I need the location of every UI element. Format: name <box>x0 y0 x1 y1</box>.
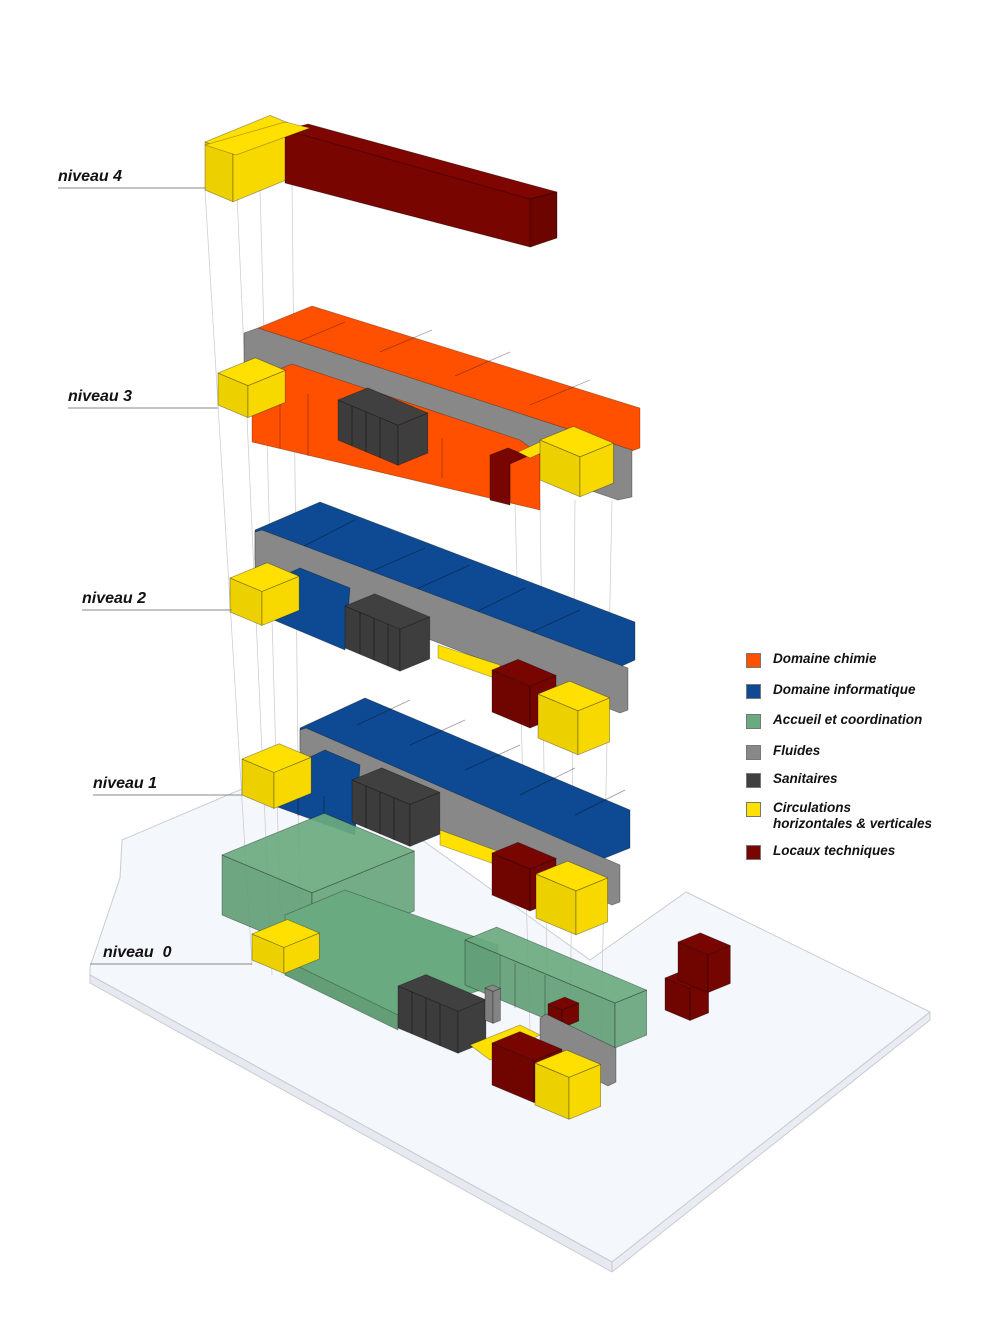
n2-circulation-core-left <box>229 562 300 626</box>
n2-room-divider <box>469 587 526 616</box>
n3-local-technique <box>489 447 529 506</box>
n1-room-divider <box>409 719 466 746</box>
legend-label: Sanitaires <box>773 771 838 786</box>
outbuilding-locaux-techniques-rear-top-face <box>677 932 731 955</box>
n1-locaux-techniques-top-face <box>491 841 557 870</box>
n2-circulation-core-right <box>537 680 611 756</box>
n0-sanitaires <box>397 974 487 1054</box>
n3-circulation-core-left-top-face <box>217 357 286 387</box>
n2-room-divider <box>299 519 356 549</box>
n1-room-divider <box>356 699 411 726</box>
legend-swatch <box>746 845 761 860</box>
n0-circulation-core-left <box>251 919 320 974</box>
n1-sanitaires-top-face <box>351 767 441 805</box>
legend-item-chimie: Domaine chimie <box>746 651 877 668</box>
n3-circulation-core-right <box>539 425 614 498</box>
n0-circulation-core-right <box>534 1049 602 1120</box>
level-label-niveau-1: niveau 1 <box>93 775 158 792</box>
n2-locaux-techniques-top-face <box>491 658 557 687</box>
n0-locaux-techniques-top-face <box>491 1031 563 1062</box>
n3-room-divider <box>454 351 511 377</box>
level-leader-lines <box>58 187 252 965</box>
legend-swatch <box>746 653 761 668</box>
n3-room-divider <box>529 379 591 406</box>
legend-label: Circulations horizontales & verticales <box>773 800 933 831</box>
n3-sanitaires-top-face <box>337 387 429 426</box>
n3-circulation-core-right-top-face <box>539 425 614 458</box>
site-slab-edge-right <box>611 1011 931 1273</box>
n0-accueil-wing-top-face <box>221 812 415 894</box>
legend-label: Fluides <box>773 743 821 758</box>
n0-local-technique-small-top-face <box>547 996 580 1011</box>
n1-room-divider <box>519 767 576 796</box>
n1-room-divider <box>574 789 626 816</box>
n4-circulation-top <box>204 121 311 156</box>
legend-swatch <box>746 714 761 729</box>
level-label-niveau-4: niveau 4 <box>58 168 123 185</box>
level-label-niveau-0: niveau 0 <box>103 944 172 961</box>
n1-circulation-core-right <box>535 860 609 936</box>
legend-item-informatique: Domaine informatique <box>746 682 916 699</box>
n0-fluides-shaft-side-face <box>492 987 501 1024</box>
n3-sanitaires <box>337 387 429 466</box>
legend-item-circulations: Circulations horizontales & verticales <box>746 800 932 832</box>
n1-circulation-core-right-top-face <box>535 860 609 892</box>
legend-swatch <box>746 745 761 760</box>
legend-swatch <box>746 684 761 699</box>
n1-sanitaires <box>351 767 441 847</box>
legend-item-techniques: Locaux techniques <box>746 843 895 860</box>
n3-circulation-core-left <box>217 357 286 419</box>
legend-item-accueil: Accueil et coordination <box>746 712 922 729</box>
guide-line <box>204 189 253 966</box>
n3-room-divider <box>379 329 433 353</box>
outbuilding-locaux-techniques-rear <box>677 932 731 993</box>
legend-swatch <box>746 802 761 817</box>
legend-label: Locaux techniques <box>773 843 896 858</box>
n2-room-divider <box>409 564 471 593</box>
n0-fluides-shaft-top-face <box>484 984 501 992</box>
n1-room-divider <box>464 744 521 771</box>
n1-circulation-core-left <box>241 743 312 809</box>
n2-circulation-core-left-top-face <box>229 562 300 592</box>
n0-accueil-east-wing-top-face <box>464 926 648 1004</box>
n0-circulation-core-right-top-face <box>534 1049 602 1078</box>
n4-locaux-techniques-end <box>529 191 558 248</box>
legend-label: Accueil et coordination <box>773 712 923 727</box>
legend-swatch <box>746 773 761 788</box>
n0-circulation-core-left-top-face <box>251 919 320 948</box>
n0-fluides-shaft <box>484 984 501 1024</box>
n1-circulation-core-left-top-face <box>241 743 312 773</box>
n2-sanitaires <box>344 593 431 672</box>
level-label-niveau-2: niveau 2 <box>82 590 147 607</box>
n2-circulation-core-right-top-face <box>537 680 611 712</box>
n2-sanitaires-top-face <box>344 593 431 630</box>
n2-room-divider <box>524 609 581 636</box>
legend-label: Domaine chimie <box>773 651 877 666</box>
level-label-niveau-3: niveau 3 <box>68 388 133 405</box>
legend-label: Domaine informatique <box>773 682 916 697</box>
n2-room-divider <box>369 547 426 573</box>
legend-item-fluides: Fluides <box>746 743 820 760</box>
legend-item-sanitaires: Sanitaires <box>746 771 838 788</box>
building-blocks <box>204 115 731 1120</box>
n0-fluides-shaft-front-face <box>484 987 494 1024</box>
